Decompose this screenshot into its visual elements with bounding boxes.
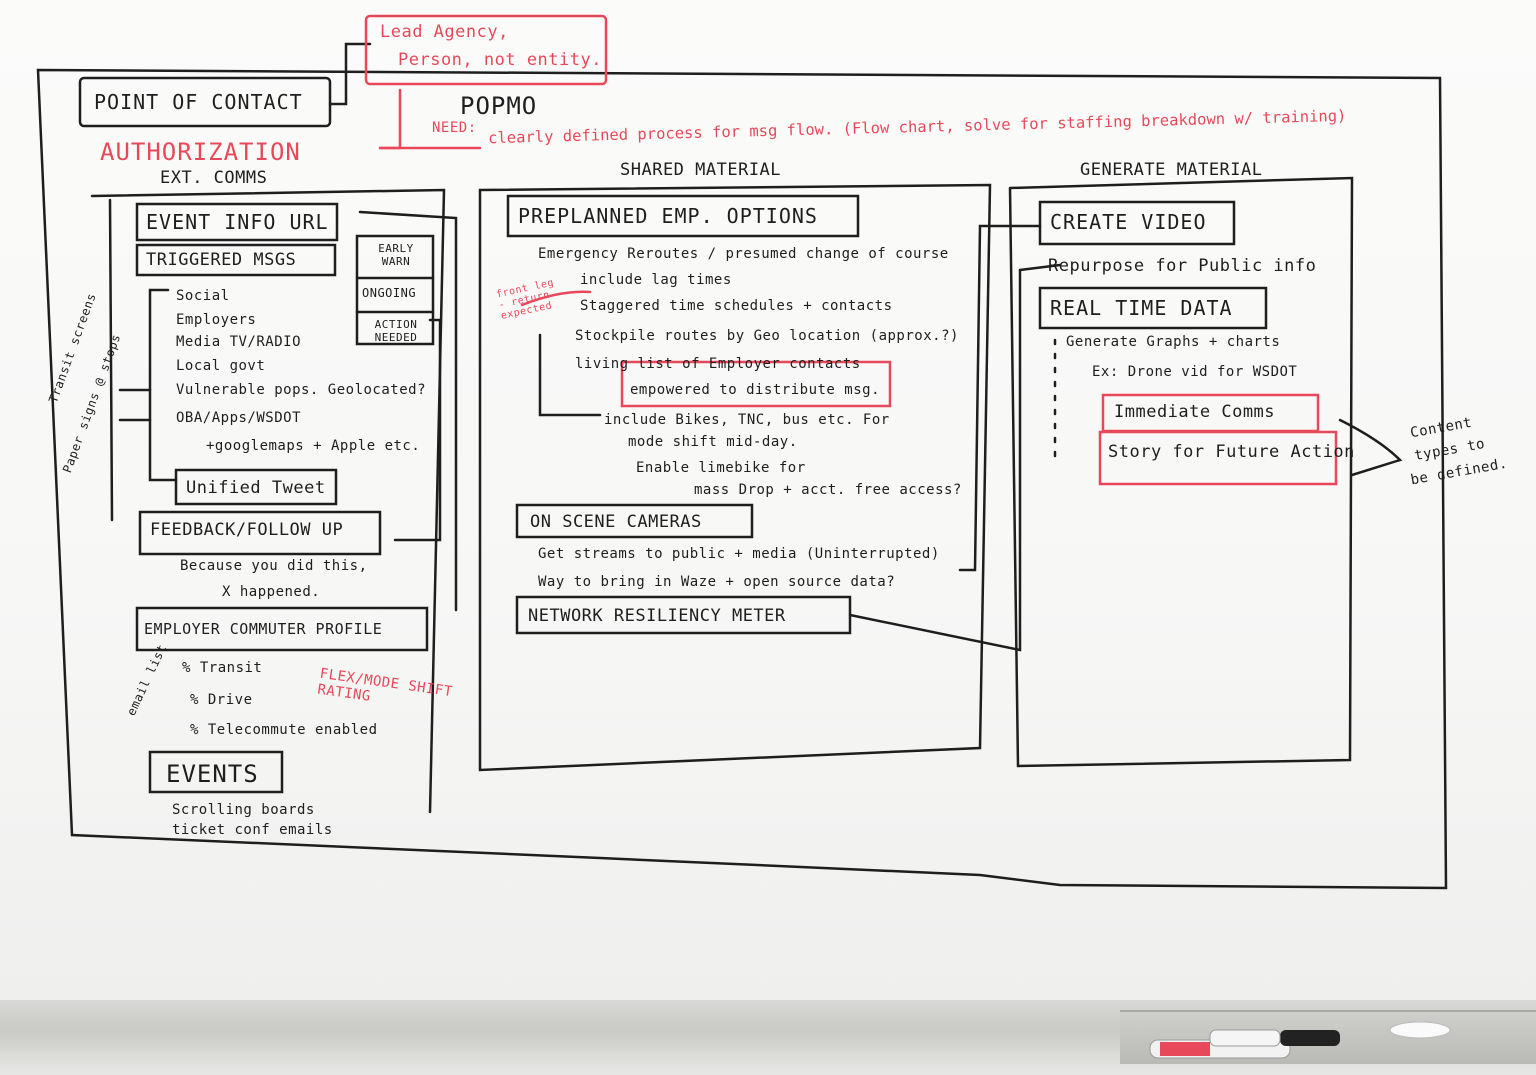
ext-comms-title: EXT. COMMS [160, 168, 268, 188]
feedback-follow-up: FEEDBACK/FOLLOW UP [150, 520, 344, 540]
top-note-line-2: Person, not entity. [398, 50, 602, 70]
channel-googlemaps: +googlemaps + Apple etc. [206, 438, 421, 454]
generate-graphs: Generate Graphs + charts [1066, 334, 1281, 350]
camera-streams: Get streams to public + media (Uninterru… [538, 546, 940, 562]
events-sub-1: Scrolling boards [172, 802, 315, 818]
unified-tweet: Unified Tweet [186, 478, 326, 498]
channel-vulnerable: Vulnerable pops. Geolocated? [176, 382, 427, 398]
profile-telecommute: % Telecommute enabled [190, 722, 378, 738]
authorization-label: AUTHORIZATION [100, 138, 301, 166]
item-empowered: empowered to distribute msg. [630, 382, 881, 398]
modes-line-1: include Bikes, TNC, bus etc. For [604, 412, 890, 428]
point-of-contact: POINT OF CONTACT [94, 90, 303, 114]
events-label: EVENTS [166, 760, 259, 788]
shared-material-title: SHARED MATERIAL [620, 160, 782, 180]
profile-drive: % Drive [190, 692, 253, 708]
feedback-sub-2: X happened. [222, 584, 321, 600]
phase-action-needed: ACTION NEEDED [374, 318, 418, 344]
real-time-data: REAL TIME DATA [1050, 296, 1233, 320]
item-living-list: living list of Employer contacts [575, 356, 861, 372]
channel-social: Social [176, 288, 230, 304]
network-resiliency-meter: NETWORK RESILIENCY METER [528, 606, 786, 626]
drone-vid: Ex: Drone vid for WSDOT [1092, 364, 1298, 380]
story-future-action: Story for Future Action [1108, 442, 1355, 462]
limebike-line-2: mass Drop + acct. free access? [694, 482, 962, 498]
phase-early-warn: EARLY WARN [378, 242, 414, 268]
events-sub-2: ticket conf emails [172, 822, 333, 838]
modes-line-2: mode shift mid-day. [628, 434, 798, 450]
need-label: NEED: [432, 120, 477, 136]
popmo-label: POPMO [460, 92, 538, 120]
on-scene-cameras: ON SCENE CAMERAS [530, 512, 702, 532]
channel-local-govt: Local govt [176, 358, 266, 374]
channel-oba: OBA/Apps/WSDOT [176, 410, 302, 426]
profile-transit: % Transit [182, 660, 263, 676]
camera-waze: Way to bring in Waze + open source data? [538, 574, 896, 590]
item-stockpile-routes: Stockpile routes by Geo location (approx… [575, 328, 959, 344]
generate-material-title: GENERATE MATERIAL [1080, 160, 1263, 180]
phase-ongoing: ONGOING [362, 286, 417, 300]
item-emergency-reroutes: Emergency Reroutes / presumed change of … [538, 246, 949, 262]
channel-employers: Employers [176, 312, 257, 328]
item-staggered: Staggered time schedules + contacts [580, 298, 893, 314]
triggered-msgs: TRIGGERED MSGS [146, 250, 297, 270]
feedback-sub-1: Because you did this, [180, 558, 368, 574]
item-lag-times: include lag times [580, 272, 732, 288]
create-video: CREATE VIDEO [1050, 210, 1207, 234]
immediate-comms: Immediate Comms [1114, 402, 1276, 422]
top-note-line-1: Lead Agency, [380, 22, 509, 42]
whiteboard [0, 0, 1536, 1000]
repurpose-public-info: Repurpose for Public info [1048, 256, 1317, 276]
preplanned-emp-options: PREPLANNED EMP. OPTIONS [518, 204, 818, 228]
employer-commuter-profile: EMPLOYER COMMUTER PROFILE [144, 620, 383, 638]
event-info-url: EVENT INFO URL [146, 210, 329, 234]
channel-media: Media TV/RADIO [176, 334, 302, 350]
limebike-line-1: Enable limebike for [636, 460, 806, 476]
